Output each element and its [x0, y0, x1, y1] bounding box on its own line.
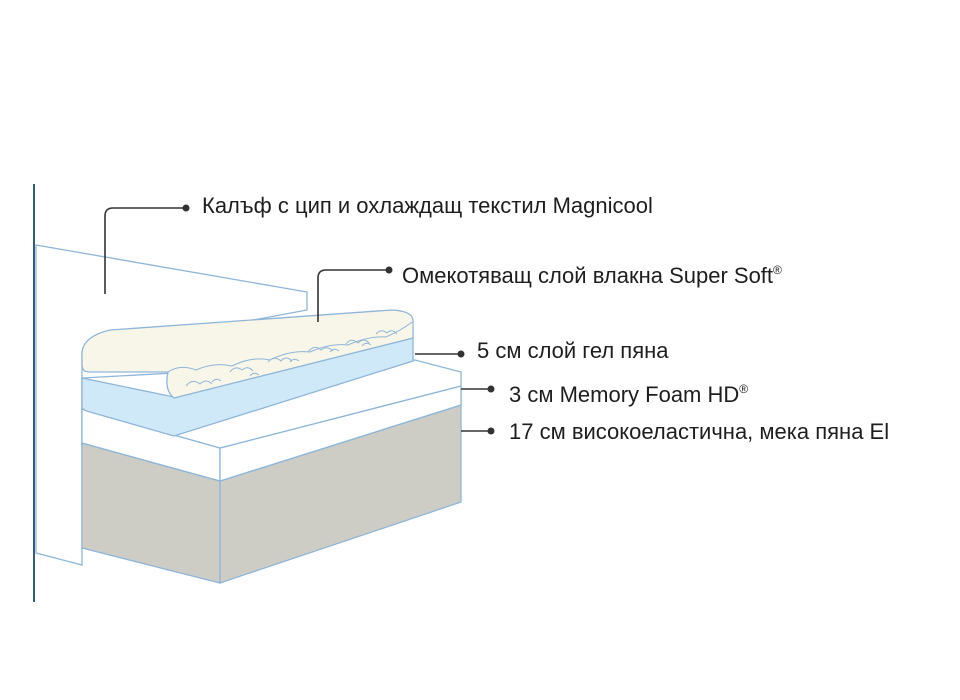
label-cover-text: Калъф с цип и охлаждащ текстил Magnicool	[202, 193, 653, 218]
leader-lines	[104, 207, 491, 432]
leader-dot-base	[487, 427, 495, 435]
label-base-text: 17 см високоеластична, мека пяна El	[509, 419, 890, 444]
fiber-topper-layer	[81, 309, 414, 399]
leader-dot-cover	[182, 204, 190, 212]
leader-dots	[182, 204, 495, 435]
label-cover: Калъф с цип и охлаждащ текстил Magnicool	[202, 193, 653, 219]
label-memory: 3 см Memory Foam HD®	[509, 376, 748, 408]
leader-cover	[104, 207, 186, 294]
label-gel: 5 см слой гел пяна	[477, 338, 669, 364]
leader-dot-fiber	[385, 266, 393, 274]
leader-fiber	[317, 269, 389, 322]
fiber-topper-wavy-edge	[167, 321, 413, 373]
fiber-texture	[185, 330, 398, 387]
label-gel-text: 5 см слой гел пяна	[477, 338, 669, 363]
label-memory-text: 3 см Memory Foam HD	[509, 382, 740, 407]
gel-foam-layer	[81, 337, 414, 437]
leader-dot-gel	[457, 350, 465, 358]
label-base: 17 см високоеластична, мека пяна El	[509, 419, 889, 445]
label-memory-registered-mark: ®	[739, 382, 749, 396]
label-fiber-text: Омекотяващ слой влакна Super Soft	[402, 263, 774, 288]
label-fiber-registered-mark: ®	[773, 263, 782, 277]
label-fiber: Омекотяващ слой влакна Super Soft®	[402, 257, 782, 289]
leader-dot-memory	[487, 385, 495, 393]
